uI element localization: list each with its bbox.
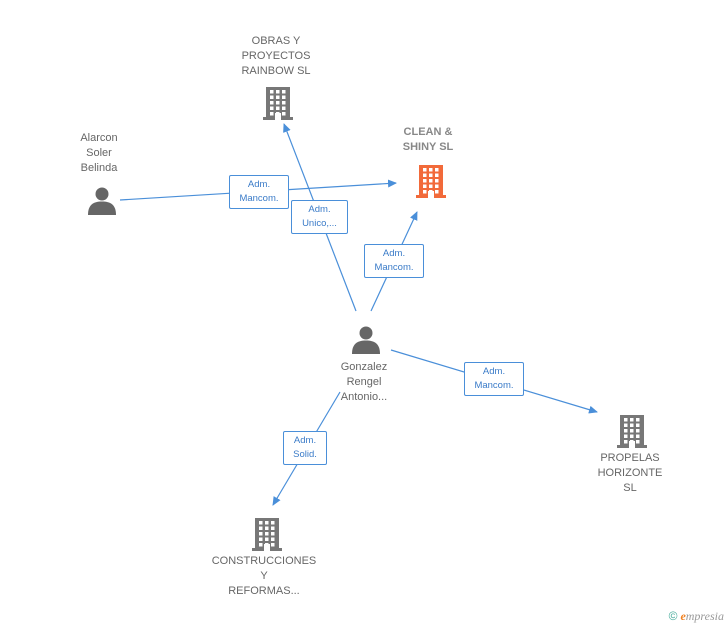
- label-line: PROYECTOS: [241, 50, 311, 62]
- brand-name: mpresia: [685, 609, 724, 623]
- clean-building-icon[interactable]: [415, 162, 447, 203]
- obras-building-icon[interactable]: [262, 84, 294, 125]
- label-line: Adm.: [482, 366, 506, 377]
- alarcon-person-icon[interactable]: [87, 186, 117, 221]
- label-line: Adm.: [247, 179, 271, 190]
- label-line: CLEAN &: [403, 126, 453, 138]
- label-line: Adm.: [308, 204, 331, 215]
- label-line: SL: [623, 482, 637, 494]
- label-line: Mancom.: [239, 193, 279, 204]
- building-icon: [263, 87, 293, 120]
- label-line: Y: [260, 570, 268, 582]
- label-line: SHINY SL: [402, 141, 454, 153]
- label-line: Soler: [86, 147, 112, 159]
- node-label-obras[interactable]: OBRAS Y PROYECTOS RAINBOW SL: [226, 34, 326, 79]
- label-line: Gonzalez: [340, 361, 388, 373]
- construcciones-building-icon[interactable]: [251, 515, 283, 556]
- label-line: Alarcon: [80, 132, 118, 144]
- node-label-propelas[interactable]: PROPELAS HORIZONTE SL: [580, 451, 680, 496]
- label-line: Belinda: [80, 162, 118, 174]
- edge-label-gonzalez-propelas[interactable]: Adm. Mancom.: [464, 362, 524, 396]
- label-line: Unico,...: [302, 218, 337, 229]
- brand-initial: e: [680, 609, 686, 623]
- node-label-clean[interactable]: CLEAN & SHINY SL: [378, 125, 478, 155]
- label-line: REFORMAS...: [228, 585, 300, 597]
- edge-label-gonzalez-construcciones[interactable]: Adm. Solid.: [283, 431, 327, 465]
- label-line: Mancom.: [374, 262, 414, 273]
- label-line: OBRAS Y: [251, 35, 301, 47]
- label-line: PROPELAS: [600, 452, 660, 464]
- label-line: HORIZONTE: [597, 467, 663, 479]
- copyright-symbol: ©: [668, 609, 678, 623]
- gonzalez-person-icon[interactable]: [351, 325, 381, 360]
- building-icon: [416, 165, 446, 198]
- label-line: Rengel: [346, 376, 382, 388]
- edge-label-gonzalez-clean[interactable]: Adm. Mancom.: [364, 244, 424, 278]
- node-label-construcciones[interactable]: CONSTRUCCIONES Y REFORMAS...: [199, 554, 329, 599]
- person-icon: [88, 187, 116, 215]
- building-icon: [252, 518, 282, 551]
- person-icon: [352, 326, 380, 354]
- label-line: Solid.: [293, 449, 317, 460]
- label-line: Adm.: [382, 248, 406, 259]
- empresia-footer: © empresia: [669, 609, 724, 624]
- propelas-building-icon[interactable]: [616, 412, 648, 453]
- edge-label-gonzalez-obras[interactable]: Adm. Unico,...: [291, 200, 348, 234]
- edge-label-alarcon-clean[interactable]: Adm. Mancom.: [229, 175, 289, 209]
- label-line: Mancom.: [474, 380, 514, 391]
- building-icon: [617, 415, 647, 448]
- label-line: Antonio...: [340, 391, 388, 403]
- label-line: Adm.: [293, 435, 317, 446]
- label-line: RAINBOW SL: [241, 65, 311, 77]
- label-line: CONSTRUCCIONES: [211, 555, 317, 567]
